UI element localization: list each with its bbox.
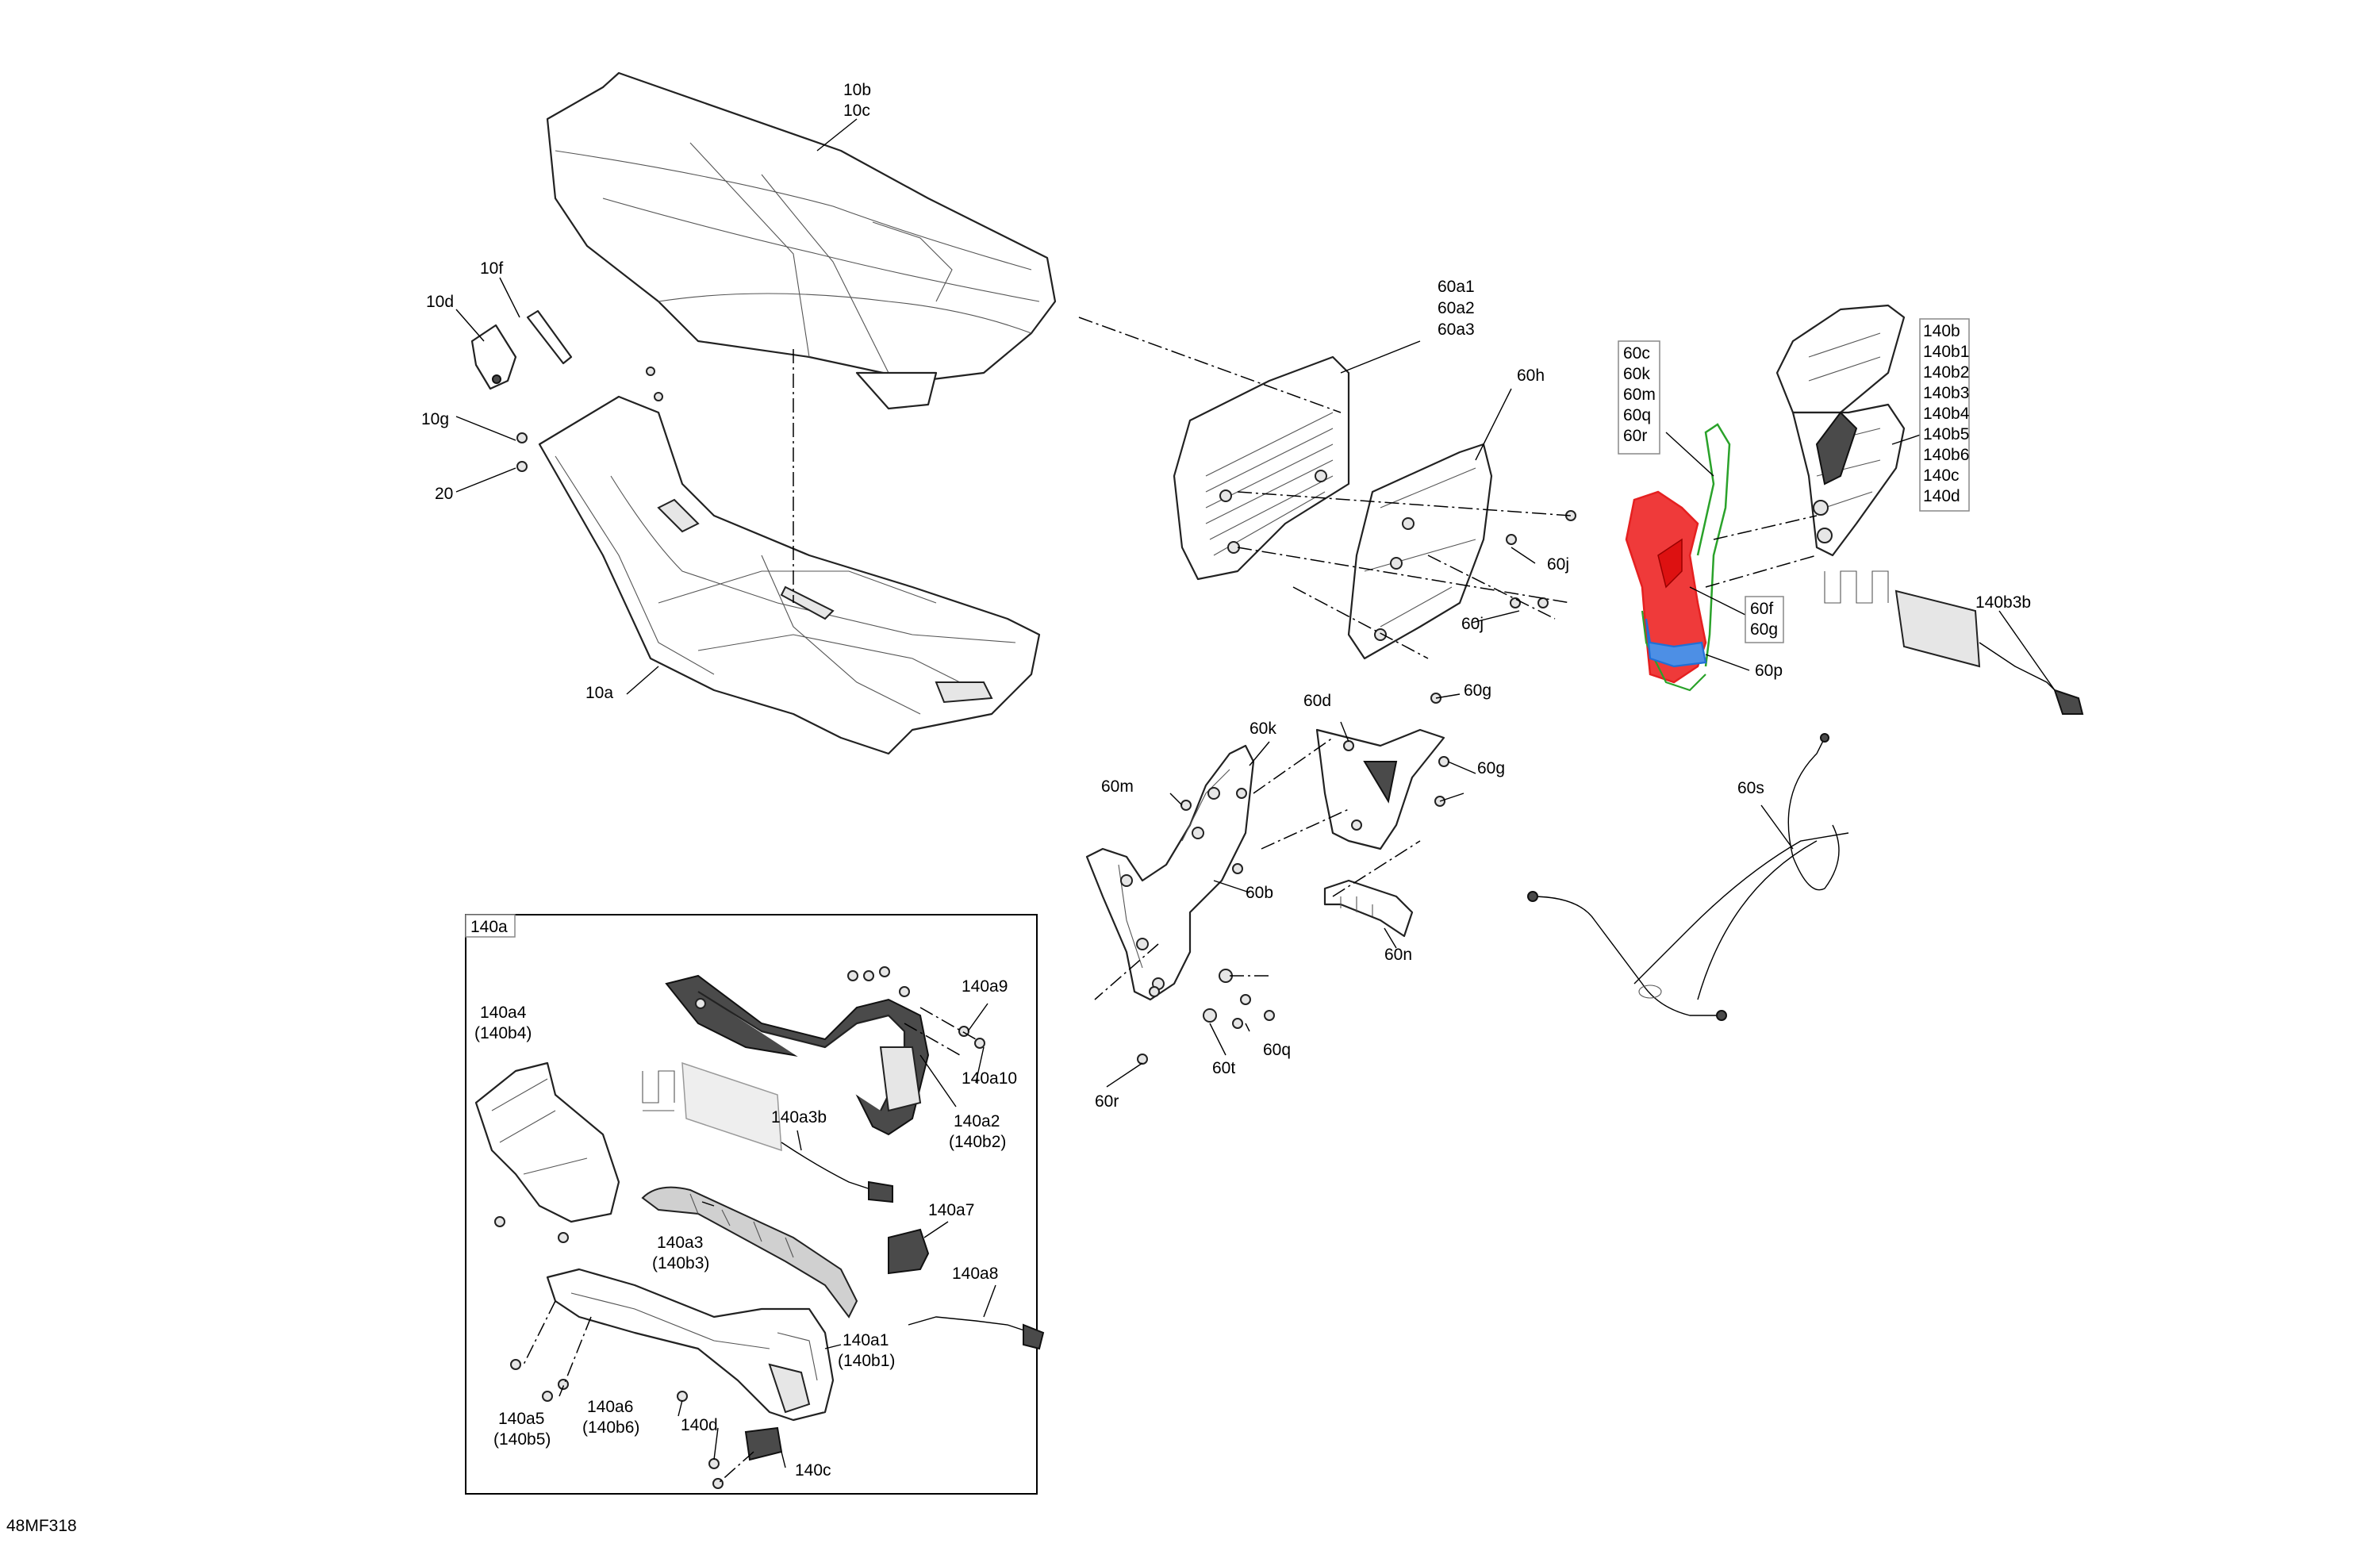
alignment-lines [793, 317, 1818, 1000]
inset-frame-140a [465, 914, 1038, 1495]
seat-cover [546, 71, 1057, 410]
label-140a5: 140a5(140b5) [493, 1410, 551, 1449]
passenger-grip-140b [1775, 304, 1906, 557]
label-10d: 10d [426, 293, 454, 311]
bracket-60n [1323, 879, 1414, 938]
plate-60d [1315, 728, 1445, 850]
label-20: 20 [435, 485, 453, 503]
label-140a3b: 140a3b [771, 1108, 827, 1127]
label-140a3: 140a3(140b3) [652, 1234, 709, 1272]
label-10g: 10g [421, 410, 449, 428]
label-140a6: 140a6(140b6) [582, 1398, 639, 1437]
label-140a8: 140a8 [952, 1265, 998, 1283]
inset-parts-140a [474, 966, 1045, 1489]
label-140a1: 140a1(140b1) [838, 1331, 895, 1370]
label-140c: 140c [795, 1461, 831, 1480]
inset-alignment-lines [523, 1007, 977, 1484]
label-60g-2: 60g [1477, 759, 1505, 777]
label-140b3b: 140b3b [1975, 593, 2031, 612]
label-140a7: 140a7 [928, 1201, 974, 1219]
seat-hardware [470, 309, 663, 472]
label-60q: 60q [1263, 1041, 1291, 1059]
label-box-60fg [1745, 596, 1784, 643]
label-60b: 60b [1246, 884, 1273, 902]
label-140d: 140d [681, 1416, 718, 1434]
leader-lines [455, 118, 2056, 1468]
label-60m: 60m [1101, 777, 1134, 796]
figure-id: 48MF318 [6, 1517, 77, 1535]
backrest-bracket-60h [1347, 443, 1493, 660]
label-box-60group [1618, 340, 1660, 455]
label-140a9: 140a9 [962, 977, 1008, 996]
label-60j-1: 60j [1547, 555, 1569, 574]
label-10a: 10a [585, 684, 613, 702]
label-140a10: 140a10 [962, 1069, 1017, 1088]
label-60k: 60k [1250, 720, 1276, 738]
bracket-60b [1085, 744, 1255, 1001]
label-60t: 60t [1212, 1059, 1235, 1077]
inset-title-box [465, 914, 516, 938]
label-140a: 140a [470, 918, 508, 936]
label-60h: 60h [1517, 367, 1545, 385]
label-box-140b [1919, 318, 1970, 512]
label-140a4: 140a4(140b4) [474, 1004, 532, 1042]
label-60s: 60s [1737, 779, 1764, 797]
cable-60s [1527, 733, 1849, 1021]
label-60d: 60d [1303, 692, 1331, 710]
label-60r: 60r [1095, 1092, 1119, 1111]
backrest-60a [1173, 355, 1350, 581]
label-140a2: 140a2(140b2) [949, 1112, 1006, 1151]
highlighted-bracket-60c [1625, 423, 1731, 692]
label-60j-2: 60j [1461, 615, 1484, 633]
label-10f: 10f [480, 259, 503, 278]
label-60p: 60p [1755, 662, 1783, 680]
seat-base [538, 395, 1041, 755]
label-60g-1: 60g [1464, 681, 1491, 700]
heater-element-140b3b [1824, 570, 2084, 715]
label-60n: 60n [1384, 946, 1412, 964]
